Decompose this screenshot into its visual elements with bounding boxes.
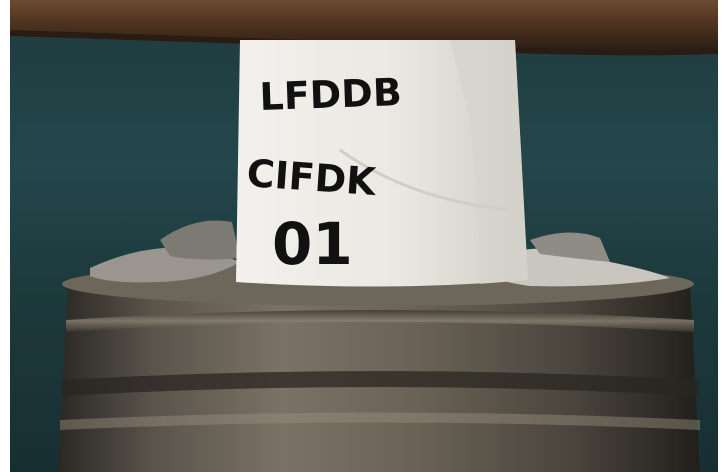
- lower-platen-band-1: [66, 310, 694, 332]
- lower-platen-band-2: [62, 371, 698, 396]
- rock-shade: [450, 40, 528, 284]
- rock-specimen: [236, 40, 528, 287]
- rock-vein: [339, 148, 511, 212]
- debris-left-chip: [160, 220, 240, 260]
- specimen-label-line2: CIFDK: [245, 151, 378, 204]
- debris-right-chip: [530, 232, 610, 262]
- specimen-label-line3: 01: [272, 210, 353, 278]
- specimen-photo: LFDDB CIFDK 01: [10, 0, 718, 472]
- lower-platen-band-3: [60, 412, 700, 430]
- debris-right: [490, 248, 670, 287]
- upper-platen: [10, 0, 718, 50]
- photo-canvas: LFDDB CIFDK 01: [10, 0, 718, 472]
- specimen-label-line1: LFDDB: [259, 70, 403, 119]
